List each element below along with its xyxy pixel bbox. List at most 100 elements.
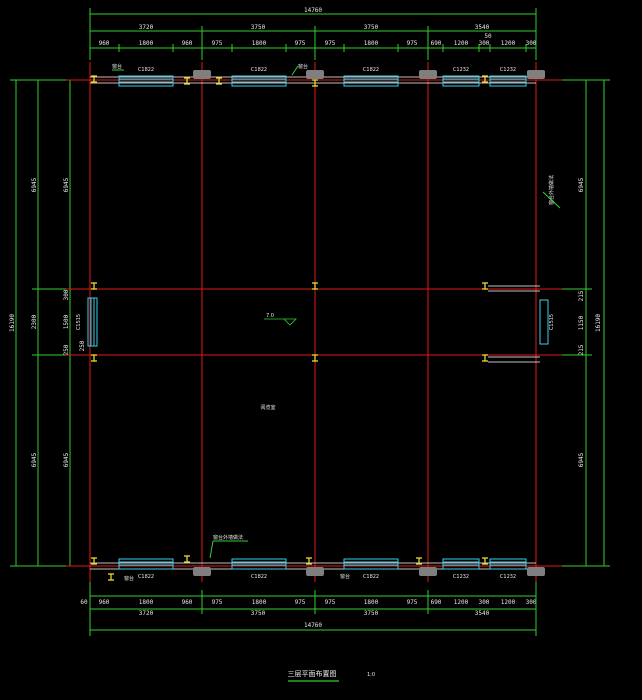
window-c1232[interactable]: [442, 558, 480, 570]
room-label: 阅览室: [260, 404, 275, 411]
bottom-bay-dim: 3750: [364, 610, 379, 617]
i-beam-icon: [482, 75, 488, 83]
note-label: 窗台: [112, 63, 122, 70]
window-tag: C1822: [363, 67, 379, 73]
left-overall-dim: 16190: [9, 314, 16, 332]
bottom-overall-dim: 14760: [304, 622, 322, 629]
i-beam-icon: [482, 557, 488, 565]
bottom-detail-dim: 1800: [252, 599, 267, 606]
bottom-detail-dim: 975: [212, 599, 223, 606]
column-block: [306, 70, 324, 79]
top-detail-dim: 1800: [139, 40, 154, 47]
drawing-title: 三层平面布置图 1:0: [288, 669, 375, 682]
top-bay-dim: 3750: [364, 24, 379, 31]
bottom-detail-dim: 1800: [139, 599, 154, 606]
bottom-detail-dim: 975: [295, 599, 306, 606]
right-inner-dim: 215: [578, 290, 585, 301]
window-c1232[interactable]: [442, 75, 480, 87]
leader-line: [209, 540, 214, 559]
top-detail-dim: 975: [212, 40, 223, 47]
window-c1232[interactable]: [489, 75, 527, 87]
window-c1822[interactable]: [343, 75, 399, 87]
bottom-detail-dim: 960: [99, 599, 110, 606]
i-beam-icon: [184, 77, 190, 85]
note-label: 窗台外墙做法: [548, 175, 555, 205]
window-c1232[interactable]: [489, 558, 527, 570]
top-detail-dim: 975: [295, 40, 306, 47]
top-overall-dim: 14760: [304, 7, 322, 14]
left-small-dim: 250: [63, 344, 70, 355]
bottom-bay-dim: 3750: [251, 610, 266, 617]
top-detail-dim: 1800: [252, 40, 267, 47]
note-label: 窗台: [298, 63, 308, 70]
bottom-detail-dim: 300: [526, 599, 537, 606]
bottom-detail-dim: 690: [431, 599, 442, 606]
i-beam-icon: [91, 557, 97, 565]
column-block: [527, 567, 545, 576]
top-detail-dim: 1800: [364, 40, 379, 47]
bottom-detail-dim: 975: [325, 599, 336, 606]
left-small-dim: 300: [63, 289, 70, 300]
i-beam-icon: [91, 282, 97, 290]
right-part-dim: 6945: [578, 177, 585, 192]
top-bay-dim: 3540: [475, 24, 490, 31]
i-beam-icon: [482, 354, 488, 362]
window-tag: C1822: [138, 574, 154, 580]
right-overall-dim: 16190: [595, 314, 602, 332]
corridor: C1515 C1515 窗台外墙做法: [76, 175, 561, 363]
left-inner-dim: 6945: [63, 177, 70, 192]
window-c1822[interactable]: [231, 558, 287, 570]
bottom-bay-dim: 3720: [139, 610, 154, 617]
top-detail-dim: 960: [99, 40, 110, 47]
window-c1822[interactable]: [118, 75, 174, 87]
window-tag: C1232: [453, 67, 469, 73]
i-beam-icon: [91, 75, 97, 83]
top-wall: C1822 C1822 C1822 C1232 C1232 窗台 窗台: [90, 63, 545, 87]
top-bay-dim: 3720: [139, 24, 154, 31]
top-small-dim: 50: [484, 33, 492, 40]
annotations: 7.0 阅览室: [260, 313, 297, 411]
top-detail-dim: 975: [407, 40, 418, 47]
top-detail-dim: 960: [182, 40, 193, 47]
bottom-dimension-group: 60 960 1800 960 975 1800 975 975 1800 97…: [80, 570, 537, 636]
left-small-dim: 250: [79, 340, 86, 351]
i-beam-icon: [108, 573, 114, 581]
left-inner-dim: 1500: [63, 314, 70, 329]
i-beam-icon: [184, 555, 190, 563]
top-detail-dim: 300: [479, 40, 490, 47]
window-c1822[interactable]: [231, 75, 287, 87]
i-beam-icon: [312, 354, 318, 362]
window-tag: C1822: [138, 67, 154, 73]
column-block: [527, 70, 545, 79]
window-c1822[interactable]: [118, 558, 174, 570]
top-detail-dim: 690: [431, 40, 442, 47]
bottom-detail-dim: 975: [407, 599, 418, 606]
column-block: [306, 567, 324, 576]
window-tag: C1822: [251, 574, 267, 580]
window-side-left[interactable]: [87, 297, 98, 347]
right-inner-dim: 1150: [578, 315, 585, 330]
left-part-dim: 6945: [31, 177, 38, 192]
left-part-dim: 2300: [31, 314, 38, 329]
top-detail-dim: 1200: [454, 40, 469, 47]
window-tag: C1822: [251, 67, 267, 73]
column-block: [419, 70, 437, 79]
top-bay-dim: 3750: [251, 24, 266, 31]
window-tag: C1515: [549, 314, 555, 330]
top-detail-dim: 300: [526, 40, 537, 47]
window-c1822[interactable]: [343, 558, 399, 570]
left-part-dim: 6945: [31, 452, 38, 467]
note-label: 窗台: [124, 575, 134, 582]
leader-line: [291, 65, 299, 76]
top-detail-dim: 1200: [501, 40, 516, 47]
i-beam-icon: [416, 557, 422, 565]
window-side-right[interactable]: [539, 299, 549, 345]
elevation-mark: 7.0: [266, 313, 274, 319]
bottom-detail-dim: 1200: [501, 599, 516, 606]
i-beam-icon: [312, 79, 318, 87]
title-scale: 1:0: [367, 672, 375, 678]
column-block: [193, 70, 211, 79]
right-part-dim: 6945: [578, 452, 585, 467]
